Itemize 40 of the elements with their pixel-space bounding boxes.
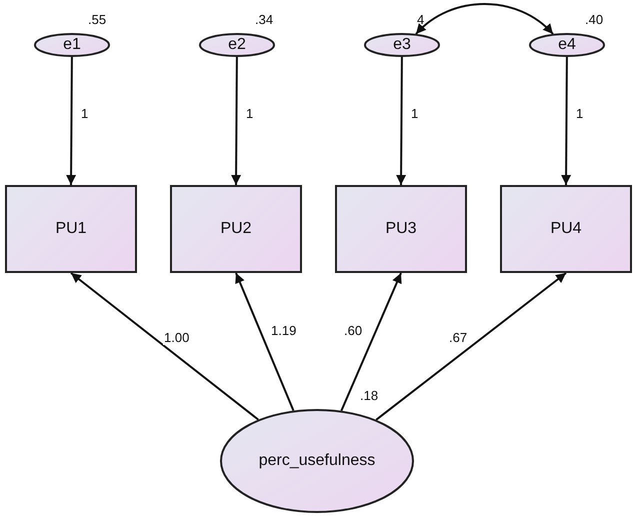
- latent-variable-ellipse: [220, 409, 414, 513]
- variable-name: PU1: [55, 220, 87, 238]
- path-arrow: [561, 57, 572, 185]
- variance-label: 4: [417, 12, 424, 27]
- variable-name: e1: [63, 36, 81, 54]
- edge-label: 1: [245, 106, 254, 121]
- edge-label: .67: [448, 330, 468, 345]
- path-arrow: [66, 57, 76, 185]
- observed-variable-box: [170, 185, 302, 273]
- path-arrow: [70, 272, 259, 420]
- observed-variable-box: [5, 185, 137, 273]
- variable-name: PU2: [220, 220, 252, 238]
- error-term-ellipse: [364, 33, 440, 57]
- variable-name: e3: [393, 36, 411, 54]
- variable-name: e2: [228, 36, 246, 54]
- edge-label: 1.00: [163, 330, 190, 345]
- path-arrow: [231, 57, 242, 185]
- path-arrow: [396, 57, 406, 185]
- variable-name: PU4: [550, 220, 582, 238]
- observed-variable-box: [335, 185, 467, 273]
- variable-name: perc_usefulness: [258, 452, 376, 470]
- edge-label: 1: [410, 106, 420, 121]
- variance-label: .40: [585, 12, 604, 27]
- path-arrow: [235, 272, 294, 411]
- error-term-ellipse: [529, 33, 605, 57]
- edge-label: .60: [343, 323, 364, 338]
- edge-label: 1.19: [270, 323, 298, 338]
- variable-name: e4: [558, 36, 576, 54]
- edge-label: 1: [80, 106, 90, 121]
- edge-label: 1: [575, 106, 584, 121]
- variable-name: PU3: [385, 220, 417, 238]
- error-term-ellipse: [34, 33, 110, 57]
- path-arrow: [340, 272, 402, 412]
- error-term-ellipse: [199, 33, 275, 57]
- variance-label: .34: [255, 12, 274, 27]
- path-arrow: [376, 272, 567, 421]
- covariance-arrow: [415, 3, 554, 35]
- variance-label: .55: [88, 12, 106, 27]
- variance-label: .18: [360, 388, 378, 403]
- observed-variable-box: [500, 185, 632, 273]
